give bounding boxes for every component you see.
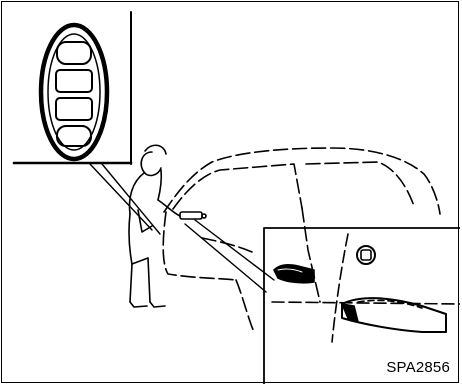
request-switch-icon [357,246,375,264]
person-figure [129,145,180,307]
leader-lines [90,164,274,292]
figure-code: SPA2856 [386,359,450,376]
intelligent-key-icon [41,25,107,159]
handle-fragment [274,265,314,283]
door-handle [180,212,206,219]
